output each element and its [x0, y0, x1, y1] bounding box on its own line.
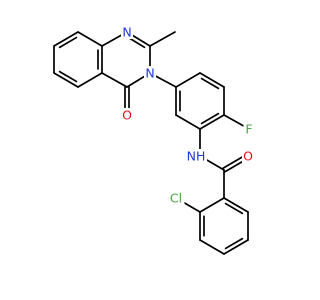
- bond-q1-q2: [199, 197, 225, 213]
- atom-label-n3: N: [145, 66, 154, 81]
- bond-c2-me: [149, 31, 176, 47]
- bond-q4-q5: [223, 239, 249, 255]
- bond-c4-h6: [101, 72, 128, 88]
- atom-quinazoline-n3: N: [144, 66, 156, 81]
- atom-quinazoline-n1: N: [121, 25, 133, 40]
- atom-labels: N N O F NH O Cl: [121, 25, 255, 206]
- atom-label-o-quinazolinone: O: [122, 108, 132, 123]
- atom-label-f: F: [245, 122, 252, 137]
- atom-amide-oxygen: O: [242, 149, 254, 164]
- atom-carbonyl-oxygen-quinazolinone: O: [121, 108, 133, 123]
- bond-p2-p3: [199, 72, 225, 88]
- bond-p4-p5-inner: [200, 112, 220, 125]
- atom-chlorine: Cl: [167, 191, 185, 206]
- bond-p1-p2: [175, 72, 201, 88]
- bond-p2-p3-inner: [200, 77, 220, 90]
- bond-h4-h5: [53, 72, 79, 88]
- bond-h2-h3: [53, 31, 79, 47]
- bond-h5-h6: [77, 72, 103, 88]
- atom-label-o-amide: O: [243, 149, 253, 164]
- atom-fluorine: F: [243, 122, 255, 137]
- bond-q3-q4: [199, 239, 225, 255]
- bond-h4-h5-inner: [58, 70, 78, 83]
- atom-amide-nh: NH: [185, 149, 207, 164]
- bond-q6-q1-inner: [224, 202, 244, 215]
- bond-p5-p6: [175, 114, 201, 130]
- bond-lines: [53, 31, 250, 255]
- atom-label-cl: Cl: [170, 191, 182, 206]
- bond-p4-p5: [199, 114, 225, 130]
- molecule-structure-diagram: N N O F NH O Cl: [53, 25, 255, 255]
- atom-label-nh: NH: [187, 149, 206, 164]
- bond-n1-c2-inner: [127, 36, 146, 49]
- bond-q6-q1: [223, 197, 249, 213]
- atom-label-n1: N: [122, 25, 131, 40]
- bond-q4-q5-inner: [224, 237, 244, 250]
- bond-h2-h3-inner: [58, 36, 78, 49]
- bond-h1-h2: [77, 31, 103, 47]
